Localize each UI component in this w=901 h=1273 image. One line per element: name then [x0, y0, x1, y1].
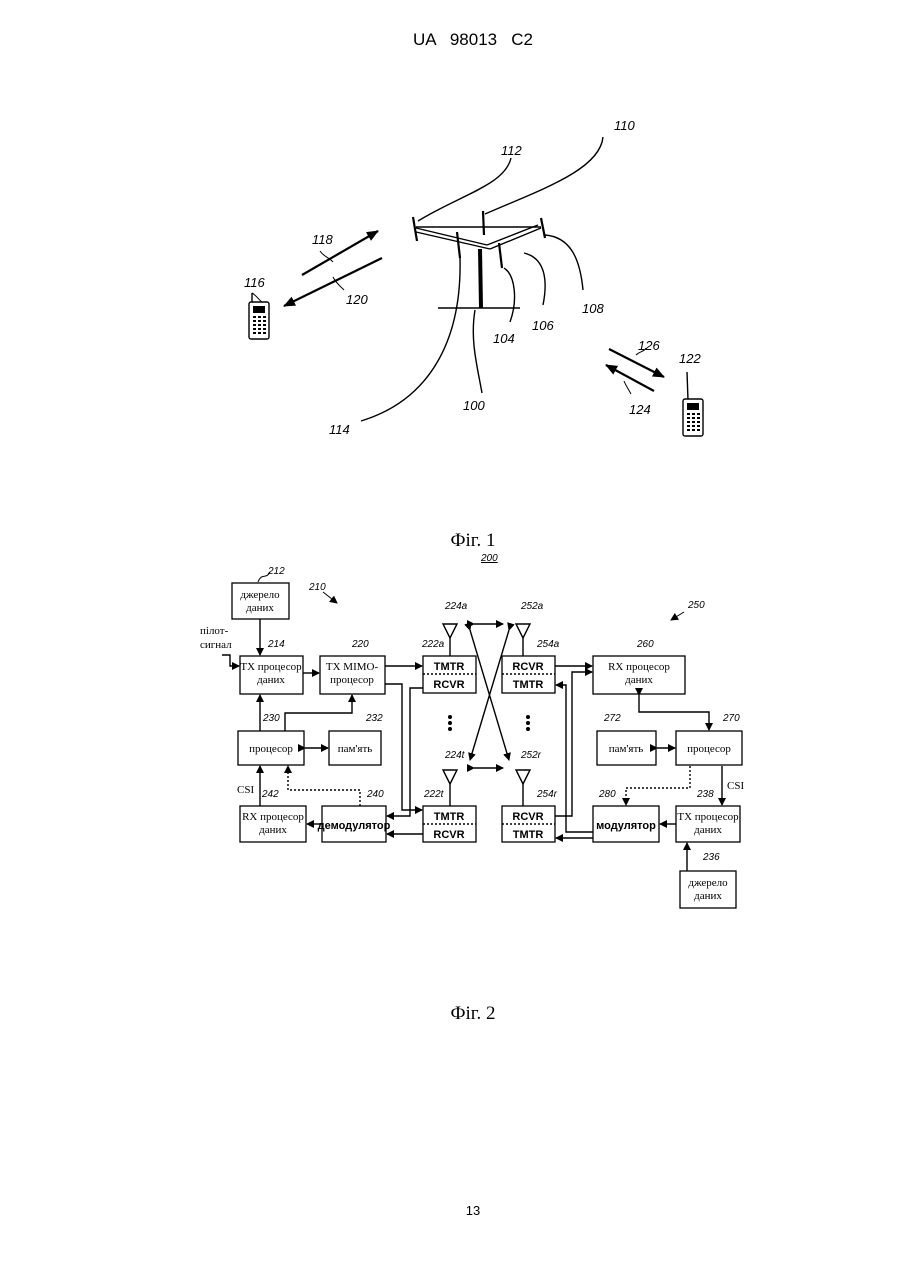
- pilot-signal-label-1: пілот-: [200, 625, 229, 637]
- data-source-236-label-2: даних: [694, 890, 722, 902]
- left-connections: [222, 619, 423, 834]
- data-source-212-label-1: джерело: [240, 589, 280, 601]
- figure-2: 200 джерело даних TX процесор даних TX M…: [200, 553, 744, 1024]
- ref-126: 126: [638, 338, 660, 353]
- ref-232: 232: [365, 713, 383, 724]
- ref-124: 124: [629, 402, 651, 417]
- ref-104: 104: [493, 331, 515, 346]
- pilot-signal-label-2: сигнал: [200, 639, 232, 651]
- leader-112: [418, 158, 511, 221]
- leader-114: [361, 258, 460, 421]
- leader-250: [671, 612, 684, 620]
- ref-250: 250: [687, 600, 705, 611]
- ref-220: 220: [351, 639, 369, 650]
- figure-2-caption: Фіг. 2: [451, 1003, 496, 1024]
- ref-280: 280: [598, 789, 616, 800]
- figure-1: 110 112 118 120 116 108 106 104 100 114 …: [244, 118, 703, 551]
- ref-100: 100: [463, 398, 485, 413]
- tx-mimo-processor-220-label-2: процесор: [330, 674, 374, 686]
- transceiver-254a-tmtr: TMTR: [513, 679, 544, 691]
- ref-272: 272: [603, 713, 621, 724]
- mimo-channel-arrows: [470, 624, 509, 768]
- access-terminal-122-icon: [683, 372, 703, 436]
- transceiver-222a-rcvr: RCVR: [433, 679, 464, 691]
- transceiver-254r-tmtr: TMTR: [513, 829, 544, 841]
- page-number: 13: [466, 1203, 480, 1218]
- ref-114: 114: [329, 422, 350, 437]
- transceiver-254a-rcvr: RCVR: [512, 661, 543, 673]
- ref-224a: 224a: [444, 601, 468, 612]
- transceiver-222t-tmtr: TMTR: [434, 811, 465, 823]
- ref-222a: 222a: [421, 639, 445, 650]
- ref-212: 212: [267, 566, 285, 577]
- ref-118: 118: [312, 232, 333, 247]
- ref-122: 122: [679, 351, 701, 366]
- ref-110: 110: [614, 118, 635, 133]
- leader-210: [323, 592, 337, 603]
- rx-data-processor-242-label-2: даних: [259, 824, 287, 836]
- figure-1-caption: Фіг. 1: [451, 530, 496, 551]
- ref-120: 120: [346, 292, 368, 307]
- ref-270: 270: [722, 713, 740, 724]
- ref-214: 214: [267, 639, 285, 650]
- ref-116: 116: [244, 275, 265, 290]
- transceiver-222t-rcvr: RCVR: [433, 829, 464, 841]
- rx-data-processor-242-label-1: RX процесор: [242, 811, 304, 823]
- ref-254r: 254r: [536, 789, 558, 800]
- leader-106: [524, 253, 545, 305]
- access-terminal-116-icon: [249, 293, 269, 339]
- antenna-ellipsis-right: [526, 715, 530, 731]
- leader-104: [504, 268, 515, 322]
- transceiver-254r-rcvr: RCVR: [512, 811, 543, 823]
- modulator-280-label: модулятор: [596, 820, 656, 832]
- ref-242: 242: [261, 789, 279, 800]
- ref-106: 106: [532, 318, 554, 333]
- ref-238: 238: [696, 789, 714, 800]
- ref-200: 200: [480, 553, 498, 564]
- leader-108: [545, 235, 583, 290]
- tx-data-processor-238-label-1: TX процесор: [677, 811, 739, 823]
- csi-label-left: CSI: [237, 784, 254, 796]
- rx-data-processor-260-label-1: RX процесор: [608, 661, 670, 673]
- document-id: UA 98013 C2: [413, 30, 533, 49]
- ref-230: 230: [262, 713, 280, 724]
- ref-222t: 222t: [423, 789, 445, 800]
- antenna-252r-icon: [516, 770, 530, 806]
- transceiver-222a-tmtr: TMTR: [434, 661, 465, 673]
- tx-data-processor-214-label-2: даних: [257, 674, 285, 686]
- antenna-224a-icon: [443, 624, 457, 656]
- memory-232-label: пам'ять: [338, 743, 373, 755]
- processor-230-label: процесор: [249, 743, 293, 755]
- ref-252a: 252a: [520, 601, 544, 612]
- ref-260: 260: [636, 639, 654, 650]
- data-source-212-label-2: даних: [246, 602, 274, 614]
- tx-data-processor-214-label-1: TX процесор: [240, 661, 302, 673]
- ref-210: 210: [308, 582, 326, 593]
- forward-link-arrow-126: [609, 349, 664, 377]
- ref-224t: 224t: [444, 750, 466, 761]
- ref-108: 108: [582, 301, 604, 316]
- demodulator-240-label: демодулятор: [318, 820, 391, 832]
- tx-data-processor-238-label-2: даних: [694, 824, 722, 836]
- csi-label-right: CSI: [727, 780, 744, 792]
- base-station-antenna-structure: [413, 211, 545, 308]
- tx-mimo-processor-220-label-1: TX MIMO-: [326, 661, 379, 673]
- ref-236: 236: [702, 852, 720, 863]
- antenna-ellipsis-left: [448, 715, 452, 731]
- antenna-224t-icon: [443, 770, 457, 806]
- ref-252r: 252r: [520, 750, 542, 761]
- data-source-236-label-1: джерело: [688, 877, 728, 889]
- leader-100: [473, 310, 482, 393]
- ref-254a: 254a: [536, 639, 560, 650]
- rx-data-processor-260-label-2: даних: [625, 674, 653, 686]
- memory-272-label: пам'ять: [609, 743, 644, 755]
- processor-270-label: процесор: [687, 743, 731, 755]
- leader-124: [624, 381, 631, 394]
- ref-240: 240: [366, 789, 384, 800]
- ref-112: 112: [501, 143, 522, 158]
- antenna-252a-icon: [516, 624, 530, 656]
